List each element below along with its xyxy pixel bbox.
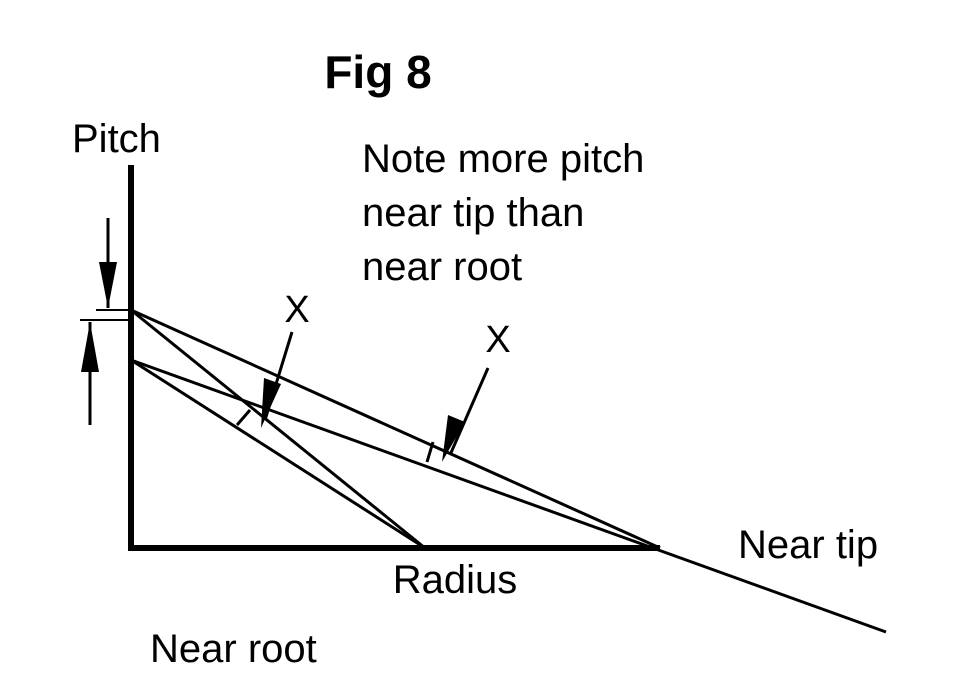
marker-x-root: X [284,289,309,331]
note-line-1: Note more pitch [362,137,644,181]
arrowhead-up [81,322,99,372]
pitch-line-upper-root [130,308,426,550]
pitch-line-lower-root [130,358,426,550]
marker-arrow-tip [448,367,490,456]
figure-title: Fig 8 [324,46,431,98]
gap-tick-root [235,409,252,426]
y-axis-label: Pitch [72,117,161,161]
arrowhead-root [261,378,281,428]
pitch-line-lower-tip [130,358,887,634]
note-line-3: near root [362,245,522,289]
x-axis-label: Radius [393,558,518,602]
marker-x-tip: X [485,319,510,361]
label-near-tip: Near tip [738,523,878,567]
label-near-root: Near root [150,627,317,671]
note-line-2: near tip than [362,191,584,235]
arrowhead-down [99,262,117,308]
arrowhead-tip [442,415,465,462]
gap-tick-tip [425,441,435,463]
pitch-line-upper-tip [130,308,661,550]
